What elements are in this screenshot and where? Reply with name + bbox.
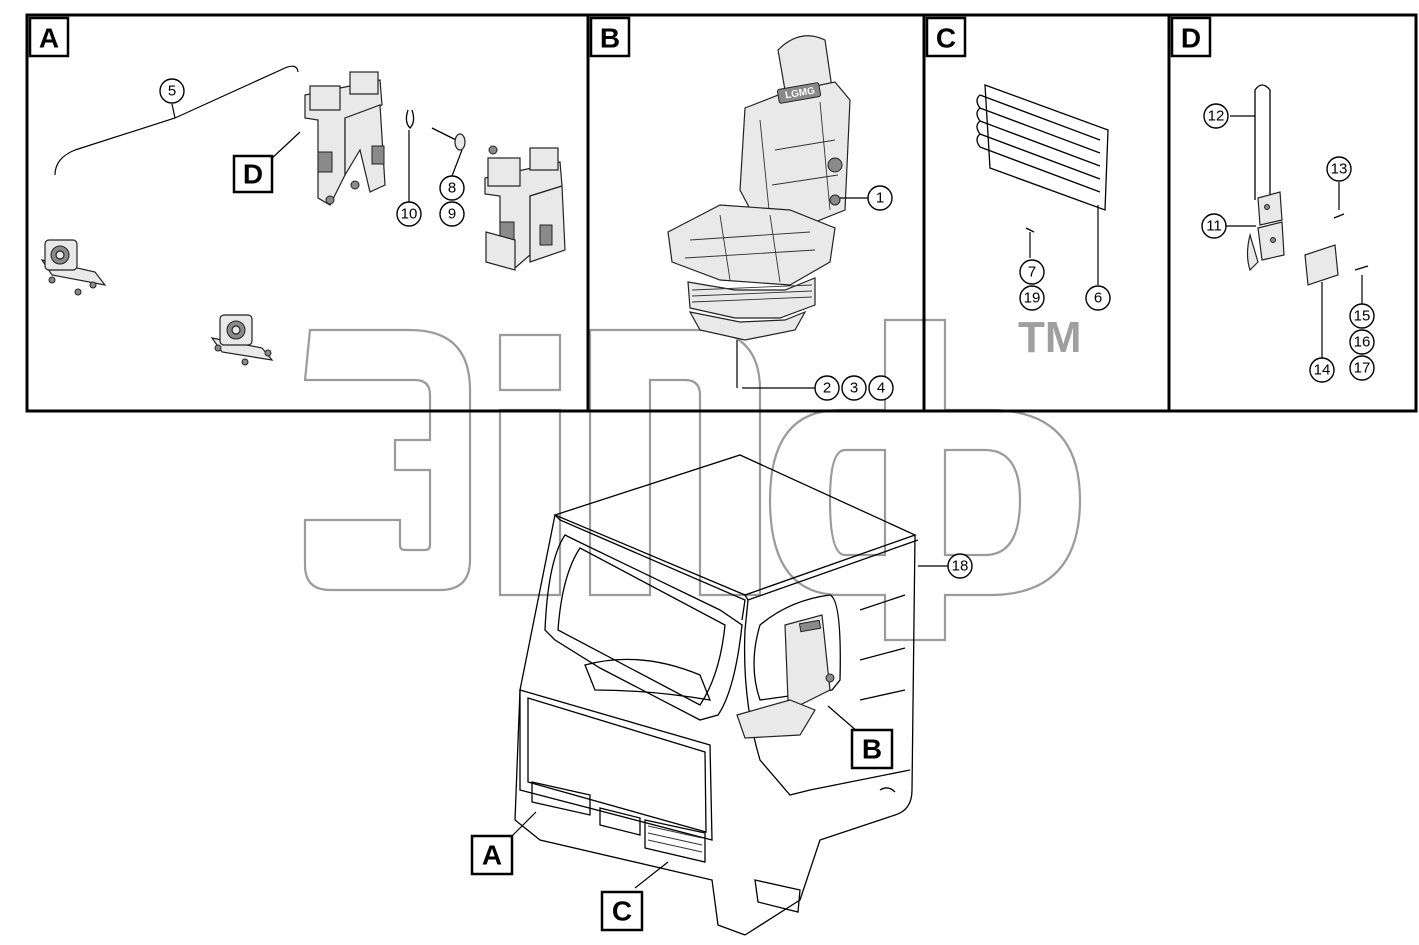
svg-text:19: 19: [1024, 290, 1041, 307]
callout-4: 4: [868, 375, 894, 401]
detail-frame: [25, 13, 1418, 413]
driver-seat: LGMG: [667, 35, 851, 341]
svg-text:10: 10: [401, 206, 418, 223]
hinge-plate: [1246, 191, 1285, 272]
svg-text:18: 18: [952, 558, 969, 575]
trademark-label: TM: [1018, 313, 1082, 362]
cab-seat: [736, 614, 835, 739]
svg-text:D: D: [243, 159, 263, 190]
svg-text:3: 3: [850, 380, 858, 397]
svg-text:D: D: [1181, 23, 1201, 54]
bolt-and-washer: [405, 109, 466, 151]
svg-text:C: C: [936, 23, 956, 54]
svg-text:A: A: [482, 840, 502, 871]
callout-15: 15: [1349, 303, 1375, 329]
panel-d-label: D: [1170, 16, 1212, 58]
svg-text:8: 8: [448, 180, 456, 197]
callout-9: 9: [439, 201, 465, 227]
svg-text:9: 9: [448, 206, 456, 223]
callout-6: 6: [1085, 285, 1111, 311]
assembly-a-label: A: [470, 834, 514, 876]
callout-12: 12: [1203, 103, 1229, 129]
panel-a-drawing: [40, 65, 566, 366]
callout-8: 8: [439, 175, 465, 201]
assembly-b-label: B: [850, 728, 894, 770]
backing-plate: [1304, 244, 1339, 286]
callout-13: 13: [1326, 156, 1352, 182]
svg-text:B: B: [600, 23, 620, 54]
svg-text:16: 16: [1354, 334, 1371, 351]
panel-b-label: B: [589, 16, 631, 58]
svg-text:A: A: [39, 23, 59, 54]
protective-grille: [976, 84, 1109, 211]
panel-d-drawing: [1226, 84, 1369, 358]
callout-17: 17: [1349, 355, 1375, 381]
callout-14: 14: [1309, 357, 1335, 383]
seat-logo: LGMG: [784, 85, 816, 101]
svg-text:12: 12: [1208, 108, 1225, 125]
svg-text:4: 4: [877, 380, 885, 397]
svg-text:17: 17: [1354, 360, 1371, 377]
callout-11: 11: [1201, 213, 1227, 239]
svg-text:11: 11: [1206, 218, 1222, 235]
svg-text:5: 5: [168, 83, 176, 100]
panel-c-drawing: [976, 84, 1109, 285]
svg-text:6: 6: [1094, 290, 1102, 307]
watermark: TM: [303, 313, 1082, 642]
callout-3: 3: [841, 375, 867, 401]
svg-text:13: 13: [1331, 161, 1348, 178]
svg-text:15: 15: [1354, 308, 1371, 325]
rubber-mount-left: [40, 239, 107, 296]
latch-hook: [1254, 84, 1271, 200]
svg-text:14: 14: [1314, 362, 1331, 379]
callout-7: 7: [1019, 259, 1045, 285]
svg-text:2: 2: [823, 380, 831, 397]
callout-5: 5: [159, 78, 185, 104]
callout-2: 2: [814, 375, 840, 401]
callout-10: 10: [396, 201, 422, 227]
callout-1: 1: [867, 185, 893, 211]
callout-18: 18: [947, 553, 973, 579]
rubber-mount-right: [210, 314, 274, 366]
svg-text:C: C: [612, 896, 632, 927]
panel-c-label: C: [925, 16, 967, 58]
hinge-bracket-assembly: [484, 145, 566, 271]
svg-text:7: 7: [1028, 264, 1036, 281]
assembly-c-label: C: [600, 890, 644, 932]
cab-drawing: [509, 454, 948, 936]
svg-text:B: B: [862, 734, 882, 765]
assembly-d-label: D: [232, 154, 274, 194]
cab-bracket-assembly: [304, 71, 386, 206]
svg-text:1: 1: [876, 190, 884, 207]
callout-19: 19: [1019, 285, 1045, 311]
panel-b-drawing: LGMG: [667, 35, 868, 389]
callout-16: 16: [1349, 329, 1375, 355]
panel-a-label: A: [28, 16, 70, 58]
